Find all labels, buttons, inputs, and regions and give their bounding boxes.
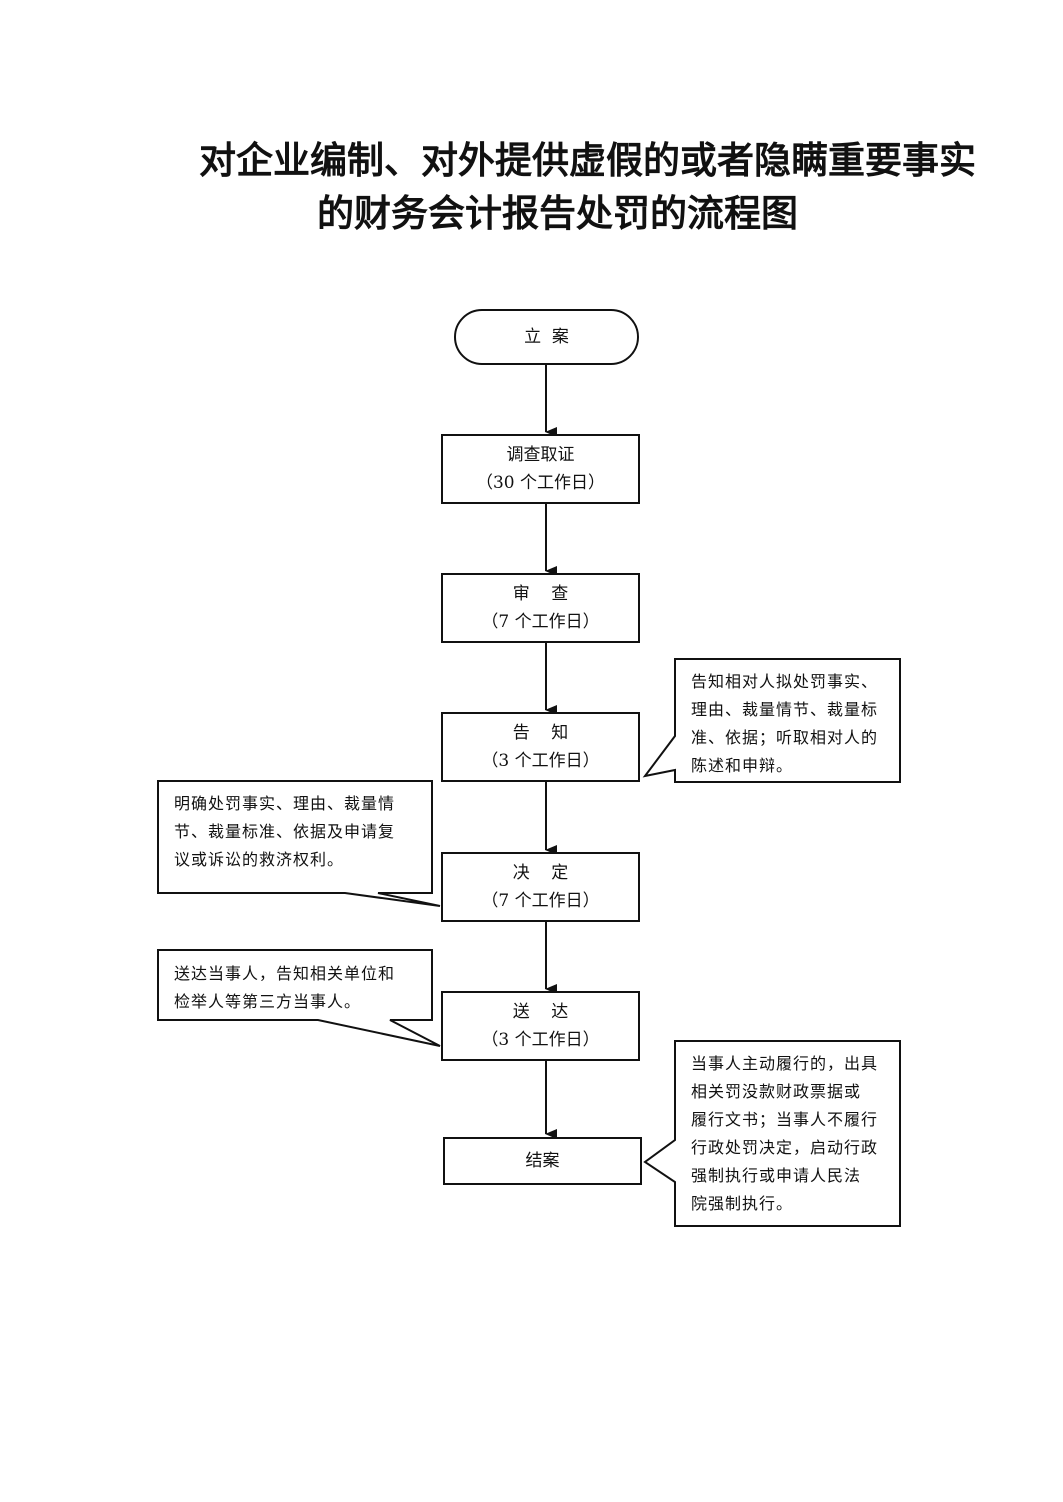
callout-deliver-shape [157, 949, 441, 1047]
step-label: 立 案 [524, 327, 569, 347]
step-review: 审 查 （7 个工作日） [441, 573, 640, 643]
step-duration: （7 个工作日） [481, 612, 600, 632]
step-duration: （3 个工作日） [481, 1030, 600, 1050]
step-label: 决 定 [512, 863, 569, 883]
step-file-case: 立 案 [454, 309, 639, 365]
step-label: 调查取证 [506, 445, 575, 465]
step-label: 审 查 [512, 584, 569, 604]
step-label: 结案 [525, 1151, 560, 1171]
title-line-1: 对企业编制、对外提供虚假的或者隐瞒重要事实 [199, 139, 976, 182]
step-duration: （3 个工作日） [481, 751, 600, 771]
callout-close-text: 当事人主动履行的，出具 相关罚没款财政票据或 履行文书；当事人不履行 行政处罚决… [691, 1054, 879, 1213]
step-label: 送 达 [512, 1002, 569, 1022]
step-deliver: 送 达 （3 个工作日） [441, 991, 640, 1061]
callout-decide-text: 明确处罚事实、理由、裁量情 节、裁量标准、依据及申请复 议或诉讼的救济权利。 [174, 794, 396, 869]
callout-notify-text: 告知相对人拟处罚事实、 理由、裁量情节、裁量标 准、依据；听取相对人的 陈述和申… [691, 672, 879, 775]
callout-notify-shape [642, 658, 901, 783]
callout-close-shape [643, 1040, 901, 1227]
callout-deliver-text: 送达当事人，告知相关单位和 检举人等第三方当事人。 [174, 964, 396, 1011]
step-notify: 告 知 （3 个工作日） [441, 712, 640, 782]
title-line-2: 的财务会计报告处罚的流程图 [317, 192, 798, 235]
callout-decide-shape [157, 780, 441, 907]
step-close-case: 结案 [443, 1137, 642, 1185]
step-duration: （7 个工作日） [481, 891, 600, 911]
step-label: 告 知 [512, 723, 569, 743]
step-decide: 决 定 （7 个工作日） [441, 852, 640, 922]
step-investigate: 调查取证 （30 个工作日） [441, 434, 640, 504]
step-duration: （30 个工作日） [475, 473, 606, 493]
